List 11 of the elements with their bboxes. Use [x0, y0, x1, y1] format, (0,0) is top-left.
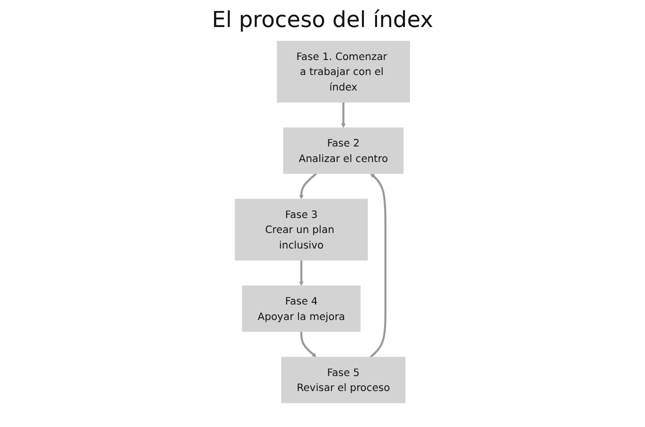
- arrow: [299, 172, 318, 200]
- node-box: Fase 1. Comenzar a trabajar con el índex: [277, 40, 410, 102]
- arrow: [370, 173, 387, 358]
- node-box: Fase 4 Apoyar la mejora: [242, 285, 361, 332]
- diagram-title: El proceso del índex: [210, 8, 434, 33]
- arrow: [300, 332, 317, 358]
- node-box: Fase 2 Analizar el centro: [283, 127, 404, 174]
- arrow: [341, 102, 346, 128]
- node-box: Fase 5 Revisar el proceso: [281, 356, 406, 404]
- arrow: [299, 260, 304, 286]
- node-box: Fase 3 Crear un plan inclusivo: [234, 198, 368, 260]
